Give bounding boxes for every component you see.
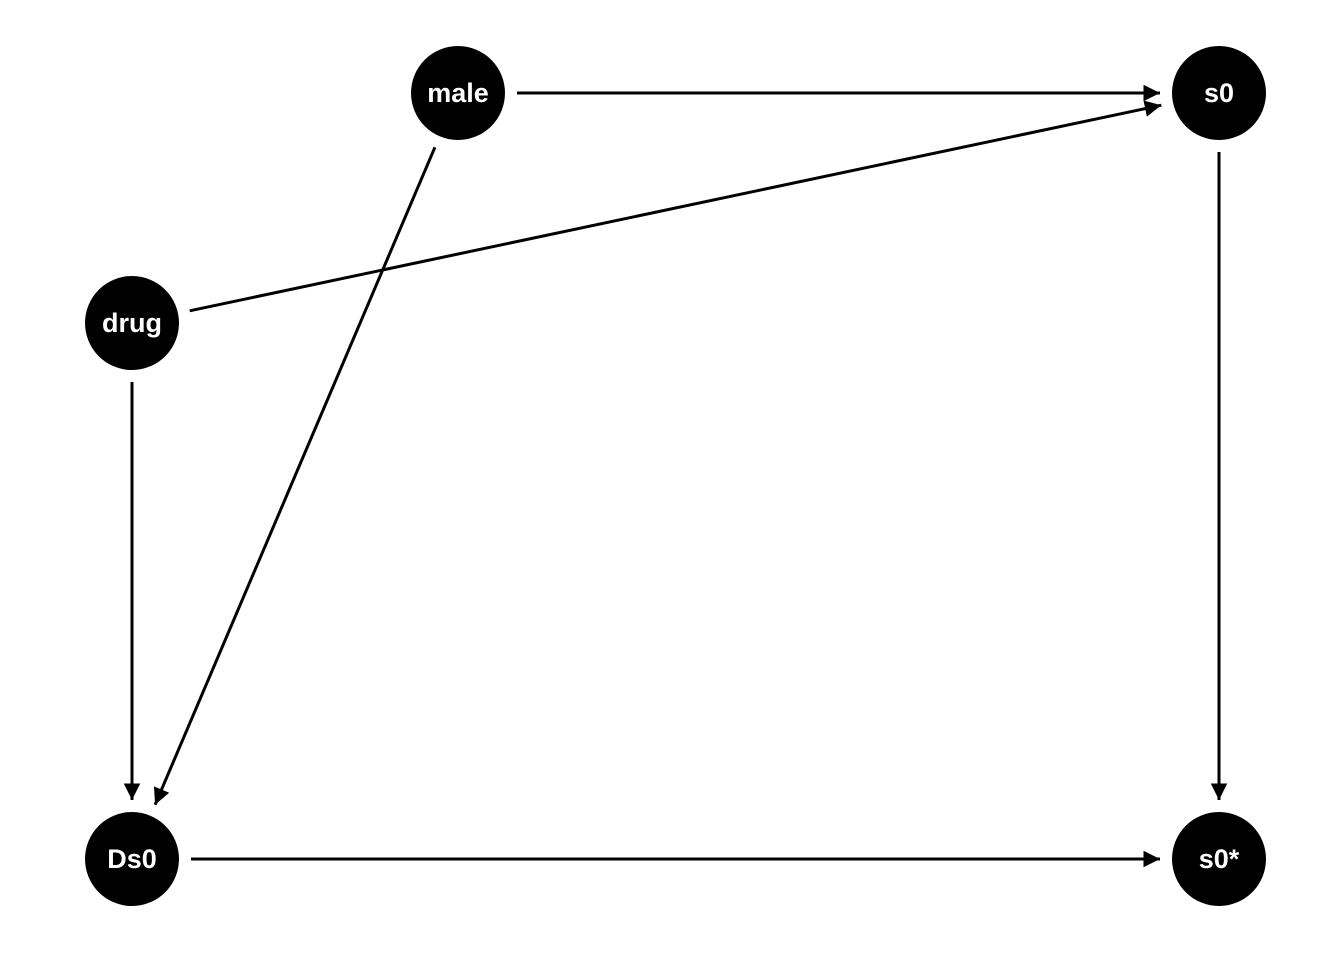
edges-layer — [123, 84, 1228, 868]
node-label-s0: s0 — [1204, 78, 1234, 108]
edge-drug-to-s0 — [189, 100, 1162, 313]
node-s0star: s0* — [1172, 812, 1266, 906]
node-label-drug: drug — [102, 308, 162, 338]
edge-male-to-Ds0 — [153, 146, 437, 806]
node-label-s0star: s0* — [1199, 844, 1240, 874]
node-label-male: male — [427, 78, 489, 108]
node-circle-s0star — [1172, 812, 1266, 906]
node-label-Ds0: Ds0 — [107, 844, 157, 874]
node-circle-s0 — [1172, 46, 1266, 140]
node-drug: drug — [85, 276, 179, 370]
node-male: male — [411, 46, 505, 140]
node-circle-drug — [85, 276, 179, 370]
node-circle-Ds0 — [85, 812, 179, 906]
node-Ds0: Ds0 — [85, 812, 179, 906]
node-s0: s0 — [1172, 46, 1266, 140]
node-circle-male — [411, 46, 505, 140]
